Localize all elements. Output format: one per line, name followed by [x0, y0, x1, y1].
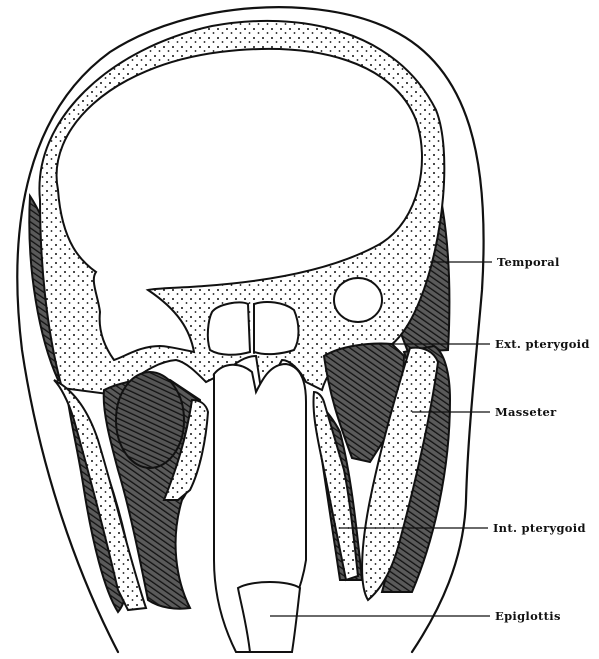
label-masseter: Masseter	[495, 405, 557, 419]
left-ethmoid-cell	[208, 302, 250, 354]
label-epiglottis: Epiglottis	[495, 609, 561, 623]
label-int-pterygoid: Int. pterygoid	[493, 521, 586, 535]
label-ext-pterygoid: Ext. pterygoid	[495, 337, 590, 351]
orbit-opening	[334, 278, 382, 322]
label-temporal: Temporal	[497, 255, 560, 269]
right-ethmoid-cell	[254, 302, 299, 354]
ext-pterygoid-left	[116, 372, 184, 468]
